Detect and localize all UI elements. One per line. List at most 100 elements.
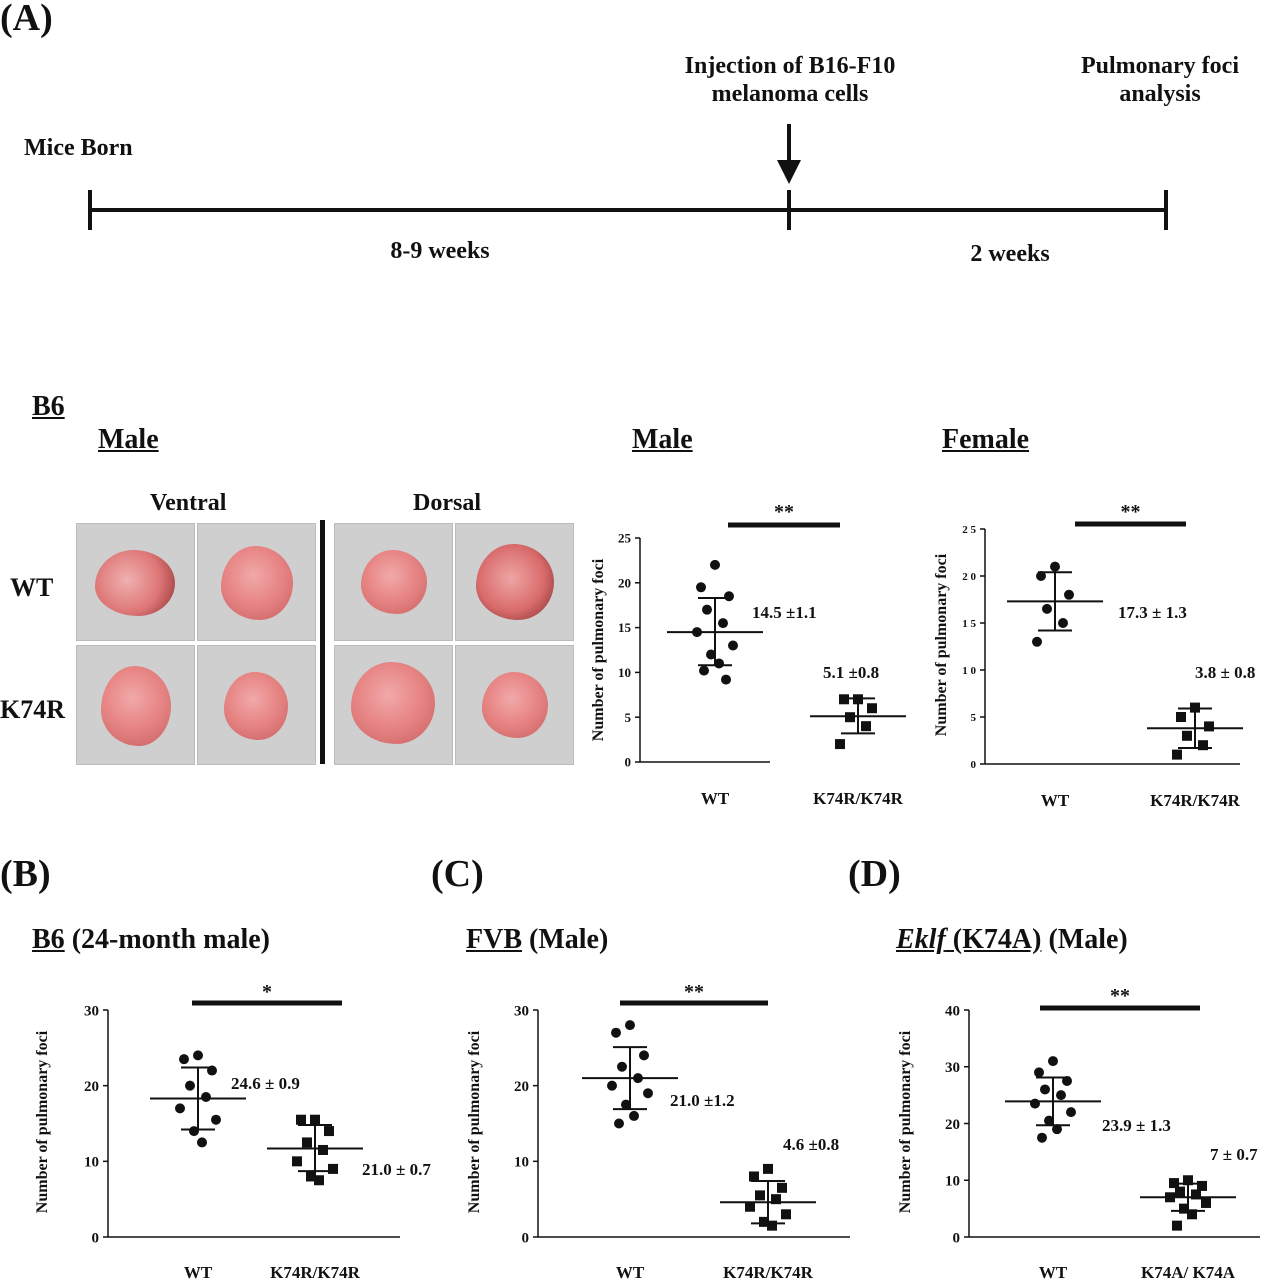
data-point-mutant	[745, 1201, 755, 1212]
timeline-end-line2: analysis	[1119, 81, 1201, 107]
data-point-mutant	[763, 1163, 773, 1174]
data-point-mutant	[749, 1171, 759, 1182]
y-tick-label: 20	[514, 1079, 529, 1095]
timeline-event-line2: melanoma cells	[711, 81, 869, 107]
timeline-span2: 2 weeks	[970, 241, 1050, 267]
x-category-label: WT	[184, 1263, 213, 1280]
x-category-label: K74A/ K74A	[1141, 1263, 1236, 1280]
data-point-wt	[718, 618, 728, 629]
chart-title-b6-male: Male	[632, 424, 693, 455]
data-point-wt	[1042, 603, 1052, 614]
y-tick-label: 15	[618, 620, 632, 635]
x-category-label: WT	[1041, 791, 1070, 810]
y-tick-label: 5	[625, 710, 632, 725]
data-point-wt	[185, 1080, 195, 1091]
mean-annotation: 21.0 ± 0.7	[362, 1160, 431, 1179]
significance-label: **	[774, 501, 794, 523]
data-point-wt	[1056, 1090, 1066, 1101]
mean-annotation: 4.6 ±0.8	[783, 1135, 839, 1154]
timeline-event-label: Injection of B16-F10 melanoma cells	[640, 52, 940, 108]
data-point-mutant	[781, 1209, 791, 1220]
y-tick-label: 1 0	[962, 665, 976, 677]
significance-label: **	[1110, 985, 1130, 1007]
significance-label: **	[684, 981, 704, 1003]
data-point-wt	[1050, 561, 1060, 572]
y-tick-label: 10	[514, 1155, 529, 1171]
photos-male-title: Male	[98, 424, 159, 455]
mean-annotation: 3.8 ± 0.8	[1195, 663, 1255, 682]
data-point-wt	[1037, 1132, 1047, 1143]
chart-title-eklf-gene: Eklf	[896, 924, 946, 955]
y-tick-label: 30	[945, 1060, 960, 1076]
data-point-wt	[1036, 571, 1046, 581]
data-point-wt	[706, 649, 716, 660]
data-point-mutant	[1201, 1197, 1211, 1208]
chart-title-eklf: Eklf (K74A) (Male)	[896, 924, 1128, 956]
data-point-mutant	[292, 1156, 302, 1167]
chart-title-b6-female: Female	[942, 424, 1030, 455]
data-point-wt	[621, 1099, 631, 1110]
y-tick-label: 20	[618, 575, 631, 590]
data-point-mutant	[777, 1182, 787, 1193]
y-tick-label: 0	[92, 1230, 100, 1246]
lung-photo-wt-dorsal-2	[455, 523, 574, 641]
data-point-wt	[699, 665, 709, 676]
lung-photo-k74r-dorsal-1	[334, 645, 453, 765]
data-point-wt	[1048, 1056, 1058, 1067]
data-point-wt	[614, 1118, 624, 1129]
data-point-mutant	[767, 1220, 777, 1231]
y-tick-label: 2 0	[962, 571, 976, 583]
data-point-wt	[611, 1027, 621, 1038]
significance-label: *	[262, 981, 272, 1003]
data-point-mutant	[835, 739, 845, 750]
ventral-label: Ventral	[150, 490, 227, 516]
chart-title-b6-24month-rest: (24-month male)	[64, 924, 270, 955]
data-point-mutant	[1172, 1220, 1182, 1231]
panel-label-d: (D)	[848, 853, 901, 895]
data-point-wt	[629, 1110, 639, 1121]
data-point-wt	[1040, 1084, 1050, 1095]
y-tick-label: 20	[84, 1079, 99, 1095]
data-point-wt	[1044, 1115, 1054, 1126]
timeline-start-label: Mice Born	[24, 135, 133, 161]
data-point-mutant	[296, 1114, 306, 1125]
data-point-wt	[1058, 618, 1068, 628]
y-tick-label: 40	[945, 1003, 960, 1019]
significance-label: **	[1121, 501, 1141, 523]
chart-title-fvb-rest: (Male)	[522, 924, 609, 955]
data-point-mutant	[328, 1163, 338, 1174]
data-point-wt	[197, 1137, 207, 1148]
chart-title-b6-24month: B6 (24-month male)	[32, 924, 270, 956]
data-point-mutant	[1179, 1203, 1189, 1214]
timeline-span1: 8-9 weeks	[390, 238, 490, 264]
x-category-label: K74R/K74R	[270, 1263, 360, 1280]
y-tick-label: 0	[522, 1230, 530, 1246]
y-tick-label: 1 5	[962, 618, 976, 630]
mean-annotation: 24.6 ± 0.9	[231, 1074, 300, 1093]
data-point-mutant	[314, 1175, 324, 1186]
chart-title-fvb: FVB (Male)	[466, 924, 608, 956]
data-point-mutant	[755, 1190, 765, 1201]
data-point-wt	[607, 1080, 617, 1091]
y-tick-label: 2 5	[962, 524, 976, 536]
x-category-label: WT	[1039, 1263, 1068, 1280]
data-point-mutant	[1204, 721, 1214, 732]
data-point-mutant	[1183, 1175, 1193, 1186]
y-tick-label: 0	[953, 1230, 961, 1246]
lung-photo-k74r-ventral-1	[76, 645, 195, 765]
x-category-label: WT	[701, 789, 730, 808]
data-point-wt	[702, 604, 712, 615]
y-tick-label: 30	[84, 1003, 99, 1019]
timeline-end-line1: Pulmonary foci	[1081, 53, 1239, 79]
data-point-mutant	[310, 1114, 320, 1125]
y-axis-label: Number of pulmonary foci	[933, 553, 950, 736]
data-point-wt	[1066, 1107, 1076, 1118]
timeline-end-label: Pulmonary foci analysis	[1040, 52, 1278, 108]
data-point-wt	[639, 1050, 649, 1061]
data-point-mutant	[861, 721, 871, 732]
data-point-mutant	[771, 1194, 781, 1205]
x-category-label: K74R/K74R	[723, 1263, 813, 1280]
